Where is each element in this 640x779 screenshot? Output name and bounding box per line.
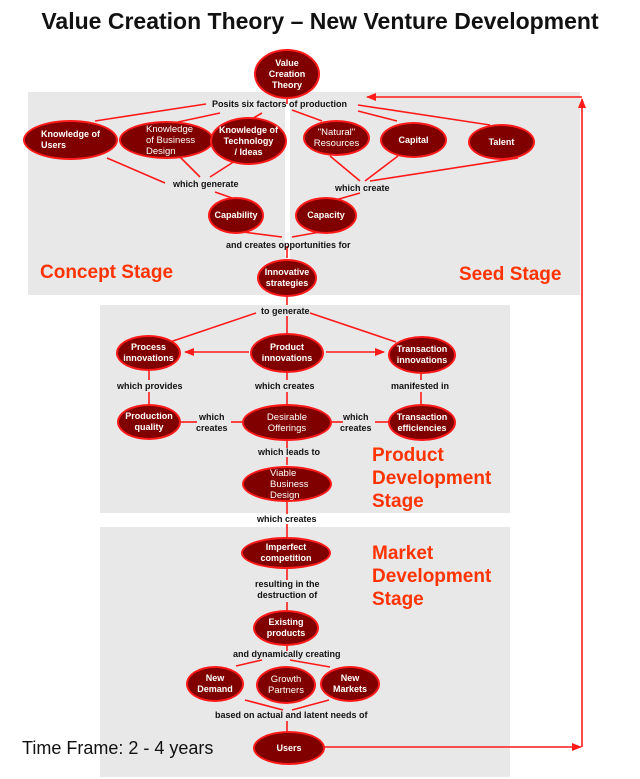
- label-to-generate: to generate: [261, 306, 310, 316]
- label-which-create: which create: [335, 183, 390, 193]
- label-creates-opportunities: and creates opportunities for: [226, 240, 351, 250]
- label-dynamically-creating: and dynamically creating: [233, 649, 341, 659]
- node-capability: Capability: [208, 197, 264, 234]
- time-frame: Time Frame: 2 - 4 years: [22, 738, 214, 758]
- line: [235, 659, 263, 667]
- line: [169, 312, 257, 343]
- line: [291, 699, 330, 711]
- line: [94, 103, 207, 122]
- label-which-creates-bottom: which creates: [257, 514, 317, 524]
- label-based-on-needs: based on actual and latent needs of: [215, 710, 368, 720]
- node-capacity: Capacity: [295, 197, 357, 234]
- node-natural-resources: "Natural"Resources: [303, 120, 370, 156]
- line: [242, 231, 283, 238]
- stage-concept: Concept Stage: [40, 262, 174, 283]
- line: [357, 104, 491, 126]
- node-users: Users: [253, 731, 325, 765]
- line: [244, 699, 284, 711]
- label-which-provides: which provides: [117, 381, 183, 391]
- label-which-creates-mid: which creates: [255, 381, 315, 391]
- stage-seed: Seed Stage: [459, 264, 562, 285]
- diagram-title: Value Creation Theory – New Venture Deve…: [41, 8, 599, 34]
- line: [369, 157, 519, 182]
- line: [357, 110, 398, 122]
- label-posits-six-factors: Posits six factors of production: [212, 99, 348, 109]
- line: [106, 157, 166, 184]
- line: [289, 659, 331, 668]
- line: [329, 155, 361, 182]
- line: [309, 312, 397, 343]
- line: [209, 160, 236, 178]
- line: [291, 109, 323, 122]
- label-manifested-in: manifested in: [391, 381, 450, 391]
- line: [177, 112, 221, 123]
- label-which-leads-to: which leads to: [258, 447, 321, 457]
- line: [364, 155, 399, 182]
- node-talent: Talent: [468, 124, 535, 160]
- line: [179, 156, 201, 178]
- node-capital: Capital: [380, 122, 447, 158]
- label-which-generate: which generate: [173, 179, 239, 189]
